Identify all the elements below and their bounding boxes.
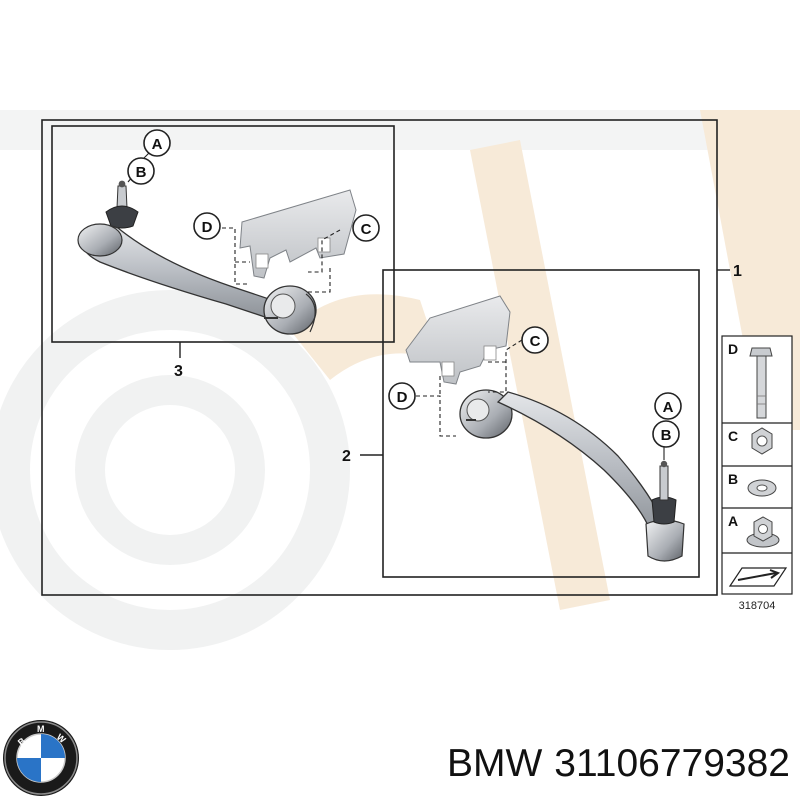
upper-label-d: D xyxy=(193,212,221,240)
svg-text:B: B xyxy=(16,735,28,747)
svg-text:M: M xyxy=(37,724,45,734)
part-number: 31106779382 xyxy=(554,742,790,785)
legend-letter-b: B xyxy=(728,471,738,487)
legend-letter-a: A xyxy=(728,513,738,529)
brand-watermark xyxy=(0,110,800,650)
lower-label-a: A xyxy=(654,392,682,420)
assembly-3-panel xyxy=(51,125,395,343)
svg-text:A: A xyxy=(663,399,674,416)
svg-text:C: C xyxy=(530,333,541,350)
upper-bracket xyxy=(239,189,357,279)
lower-bracket xyxy=(405,295,511,385)
lower-control-arm xyxy=(459,389,685,562)
svg-text:B: B xyxy=(661,427,672,444)
svg-text:C: C xyxy=(361,221,372,238)
washer-icon xyxy=(747,479,777,497)
lower-leader-lines xyxy=(416,339,665,460)
callout-3: 3 xyxy=(174,363,183,380)
assembly-2-panel xyxy=(382,269,700,578)
upper-label-c: C xyxy=(352,214,380,242)
upper-label-a: A xyxy=(143,129,171,157)
parts-legend: D C B A 318704 xyxy=(721,335,793,612)
drawing-number: 318704 xyxy=(739,600,776,612)
svg-text:B: B xyxy=(136,164,147,181)
svg-text:A: A xyxy=(152,136,163,153)
hex-nut-icon xyxy=(751,427,773,455)
upper-control-arm xyxy=(77,180,317,335)
svg-text:D: D xyxy=(202,219,213,236)
upper-label-b: B xyxy=(127,157,155,185)
bolt-icon xyxy=(749,347,773,419)
flange-nut-icon xyxy=(746,516,780,548)
lower-label-c: C xyxy=(521,326,549,354)
lower-label-d: D xyxy=(388,382,416,410)
product-caption: BMW 31106779382 xyxy=(410,738,790,790)
direction-arrow-icon xyxy=(728,567,788,587)
callout-2: 2 xyxy=(342,448,351,465)
legend-letter-d: D xyxy=(728,341,738,357)
legend-letter-c: C xyxy=(728,428,738,444)
svg-text:D: D xyxy=(397,389,408,406)
lower-label-b: B xyxy=(652,420,680,448)
assembly-1-frame xyxy=(41,119,718,596)
brand-name: BMW xyxy=(446,742,543,785)
bmw-logo: B M W xyxy=(3,720,79,796)
callout-1: 1 xyxy=(733,263,742,280)
